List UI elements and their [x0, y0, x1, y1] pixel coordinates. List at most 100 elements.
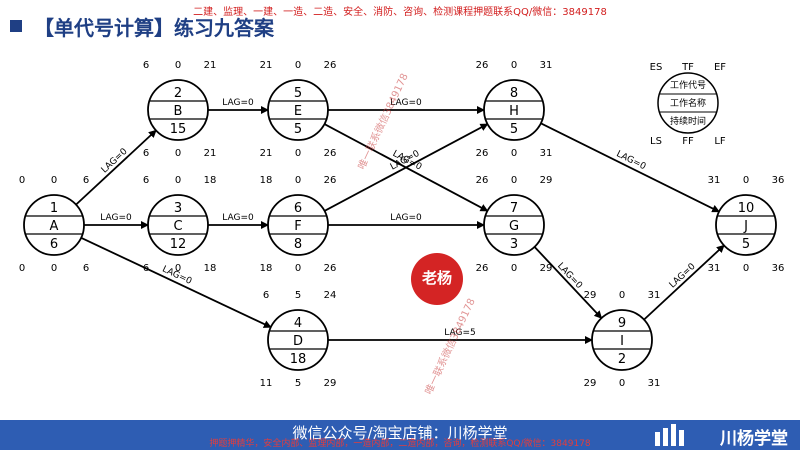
node-A-ls: 0: [19, 263, 25, 274]
brand-name: 川杨学堂: [720, 429, 788, 449]
edge-H-J: [540, 122, 721, 213]
node-I-tf: 0: [619, 290, 625, 301]
legend-ellipse: [657, 72, 719, 134]
node-E-ff: 0: [295, 148, 301, 159]
node-F-lf: 26: [324, 263, 337, 274]
node-E-name: E: [294, 104, 302, 119]
node-H-duration: 5: [510, 122, 518, 137]
legend-ff: FF: [682, 136, 694, 147]
node-I-es: 29: [584, 290, 597, 301]
node-G-ls: 26: [476, 263, 489, 274]
node-C-name: C: [173, 219, 182, 234]
node-C-lf: 18: [204, 263, 217, 274]
node-J-code: 10: [738, 201, 755, 216]
node-G-duration: 3: [510, 237, 518, 252]
legend-node: ES TF EF 工作代号 工作名称 持续时间 LS FF LF: [650, 62, 727, 147]
legend-lf: LF: [714, 136, 726, 147]
node-A-es: 0: [19, 175, 25, 186]
node-G-ff: 0: [511, 263, 517, 274]
node-H-name: H: [509, 104, 519, 119]
node-I-ls: 29: [584, 378, 597, 389]
edge-I-J: [643, 244, 725, 321]
node-A-code: 1: [50, 201, 58, 216]
node-J-ff: 0: [743, 263, 749, 274]
node-circle: [483, 194, 545, 256]
node-D-name: D: [293, 334, 303, 349]
node-E-ls: 21: [260, 148, 273, 159]
lag-label-B-E: LAG=0: [222, 98, 254, 108]
node-D-ls: 11: [260, 378, 273, 389]
legend-ef: EF: [714, 62, 726, 73]
node-D-duration: 18: [290, 352, 307, 367]
node-F-duration: 8: [294, 237, 302, 252]
lag-label-E-H: LAG=0: [390, 98, 422, 108]
lag-label-C-F: LAG=0: [222, 213, 254, 223]
node-E-ef: 26: [324, 60, 337, 71]
node-E-tf: 0: [295, 60, 301, 71]
node-C-code: 3: [174, 201, 182, 216]
node-C-duration: 12: [170, 237, 187, 252]
node-B-ef: 21: [204, 60, 217, 71]
node-H-ls: 26: [476, 148, 489, 159]
node-B-lf: 21: [204, 148, 217, 159]
node-J-name: J: [743, 219, 748, 234]
title-bullet: [10, 20, 22, 32]
node-F-name: F: [294, 219, 301, 234]
node-B-code: 2: [174, 86, 182, 101]
node-J-duration: 5: [742, 237, 750, 252]
legend-code: 工作代号: [670, 79, 706, 91]
node-I-duration: 2: [618, 352, 626, 367]
node-C-ef: 18: [204, 175, 217, 186]
node-H-ff: 0: [511, 148, 517, 159]
node-A-tf: 0: [51, 175, 57, 186]
node-C-ls: 6: [143, 263, 149, 274]
lag-label-G-I: LAG=0: [555, 261, 584, 291]
seal-stamp: 老杨: [411, 253, 463, 305]
seal-text: 老杨: [421, 269, 452, 287]
node-B-ls: 6: [143, 148, 149, 159]
lag-label-A-C: LAG=0: [100, 213, 132, 223]
node-C-es: 6: [143, 175, 149, 186]
legend-ls: LS: [650, 136, 662, 147]
node-circle: [267, 79, 329, 141]
node-G-code: 7: [510, 201, 518, 216]
node-B-duration: 15: [170, 122, 187, 137]
node-circle: [267, 309, 329, 371]
node-G-lf: 29: [540, 263, 553, 274]
node-D-tf: 5: [295, 290, 301, 301]
node-I-ef: 31: [648, 290, 661, 301]
node-B-es: 6: [143, 60, 149, 71]
edge-A-B: [75, 129, 157, 206]
node-circle: [591, 309, 653, 371]
node-circle: [23, 194, 85, 256]
node-H-code: 8: [510, 86, 518, 101]
node-A-name: A: [50, 219, 59, 234]
node-G-es: 26: [476, 175, 489, 186]
node-J-ls: 31: [708, 263, 721, 274]
node-H-tf: 0: [511, 60, 517, 71]
node-circle: [147, 194, 209, 256]
node-H-lf: 31: [540, 148, 553, 159]
page-title: 【单代号计算】练习九答案: [34, 16, 274, 40]
node-E-code: 5: [294, 86, 302, 101]
node-E-duration: 5: [294, 122, 302, 137]
edge-F-H: [324, 123, 489, 212]
lag-label-I-J: LAG=0: [668, 261, 698, 290]
node-H-es: 26: [476, 60, 489, 71]
node-H-ef: 31: [540, 60, 553, 71]
brand-logo-icon: [655, 424, 684, 446]
node-D-es: 6: [263, 290, 269, 301]
node-B-ff: 0: [175, 148, 181, 159]
node-circle: [715, 194, 777, 256]
node-G-tf: 0: [511, 175, 517, 186]
node-J-es: 31: [708, 175, 721, 186]
node-D-ff: 5: [295, 378, 301, 389]
node-I-ff: 0: [619, 378, 625, 389]
legend-es: ES: [650, 62, 663, 73]
